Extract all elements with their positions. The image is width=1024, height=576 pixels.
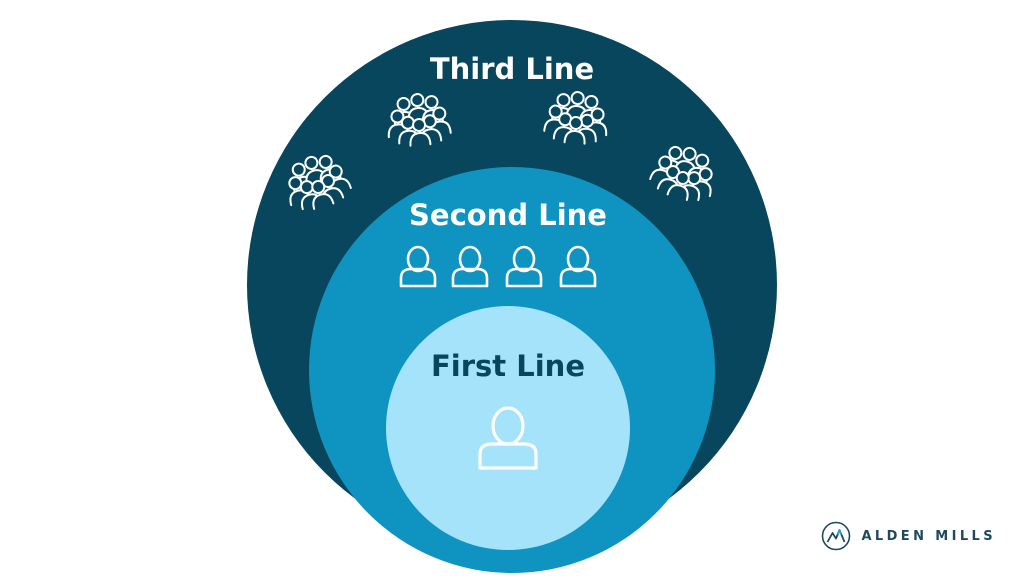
person-icon	[478, 406, 538, 470]
brand-name: ALDEN MILLS	[861, 528, 996, 544]
brand-logo: ALDEN MILLS	[821, 516, 996, 556]
mountain-logo-icon	[822, 521, 851, 551]
first-line-circle	[386, 306, 630, 550]
third-line-label: Third Line	[430, 52, 594, 86]
second-line-label: Second Line	[409, 198, 607, 232]
first-line-label: First Line	[431, 349, 585, 383]
